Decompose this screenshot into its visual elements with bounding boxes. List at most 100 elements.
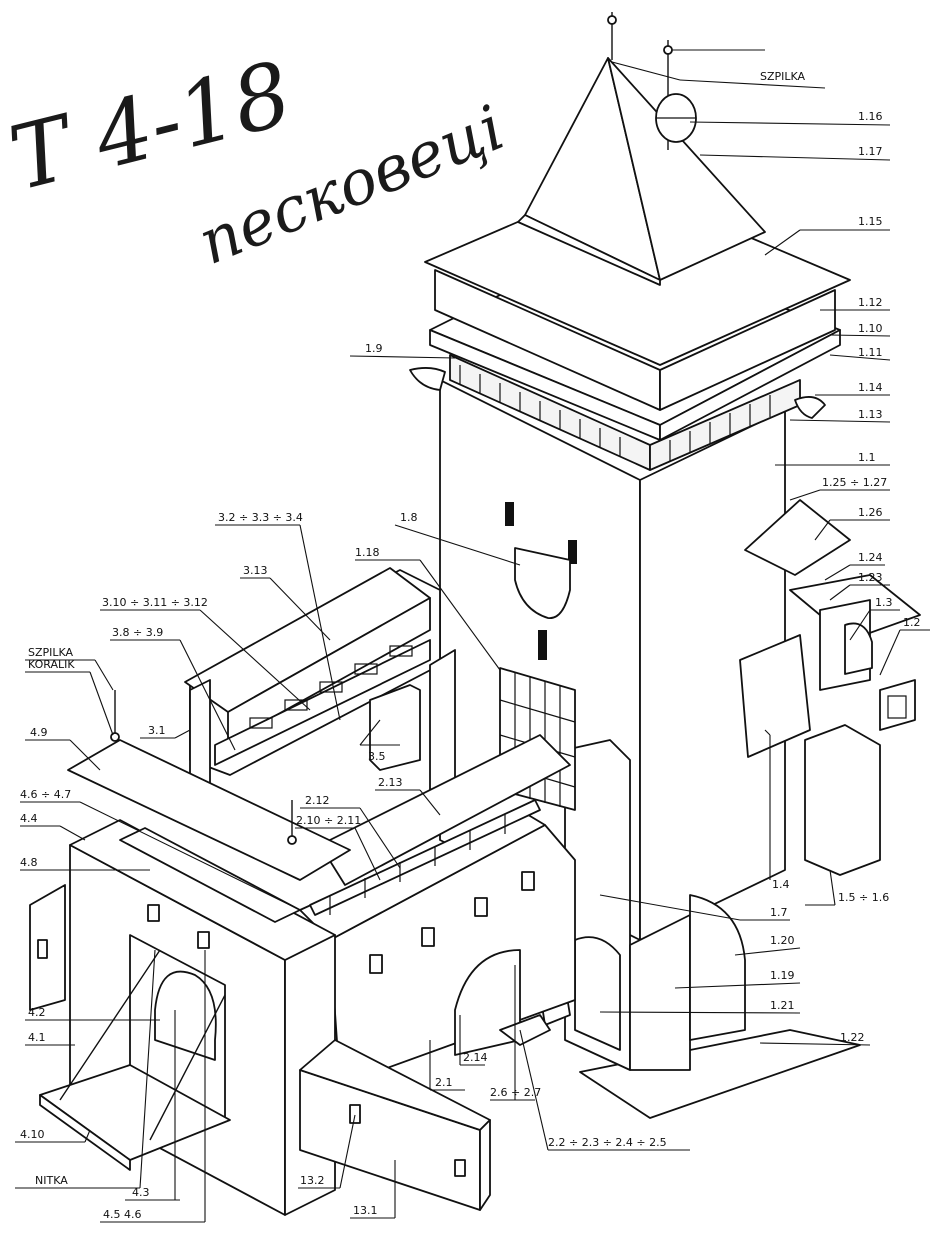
label-1-25-27: 1.25 ÷ 1.27 [822, 476, 887, 489]
label-1-3: 1.3 [875, 596, 893, 609]
gatehouse-bead-2 [287, 835, 297, 845]
gatehouse-window [147, 904, 160, 922]
low-wall [299, 1039, 491, 1211]
label-2-12: 2.12 [305, 794, 330, 807]
wall-walk-2-10 [309, 799, 541, 916]
label-1-9: 1.9 [365, 342, 383, 355]
label-2-10-11: 2.10 ÷ 2.11 [296, 814, 361, 827]
roof-2-13 [319, 734, 571, 886]
gate-step [499, 1014, 551, 1046]
low-wall-window [454, 1159, 466, 1177]
label-1-12: 1.12 [858, 296, 883, 309]
gatehouse-roof-4-9 [67, 739, 351, 881]
label-nitka: NITKA [35, 1174, 68, 1187]
label-1-17: 1.17 [858, 145, 883, 158]
corner-bracket-left [409, 367, 446, 391]
gallery-beam [214, 639, 431, 766]
roof-box-right [659, 289, 836, 411]
label-1-24: 1.24 [858, 551, 883, 564]
label-4-9: 4.9 [30, 726, 48, 739]
label-1-5-6: 1.5 ÷ 1.6 [838, 891, 889, 904]
building-window [521, 871, 535, 891]
part-labels: SZPILKA 1.16 1.17 1.15 1.12 1.10 1.11 1.… [20, 70, 921, 1221]
label-2-13: 2.13 [378, 776, 403, 789]
right-annex [739, 499, 921, 876]
label-2-6-27: 2.6 ÷ 2.7 [490, 1086, 541, 1099]
plate-1-26 [744, 499, 851, 576]
cornice-edge-right [659, 329, 841, 441]
gatehouse-window [197, 931, 210, 949]
tower-window [505, 502, 514, 526]
drawbridge-edge [39, 1094, 131, 1171]
label-1-10: 1.10 [858, 322, 883, 335]
low-wall-window [349, 1104, 361, 1124]
label-4-1: 4.1 [28, 1031, 46, 1044]
side-arch [689, 894, 746, 1041]
label-1-20: 1.20 [770, 934, 795, 947]
label-1-26: 1.26 [858, 506, 883, 519]
building-window [369, 954, 383, 974]
gatehouse [29, 690, 351, 1216]
tower-window [538, 630, 547, 660]
low-wall-end [479, 1119, 491, 1211]
gallery-pier-3-5 [369, 684, 421, 771]
label-koralik: KORALIK [28, 658, 75, 671]
roof-right-face [607, 57, 766, 281]
label-1-8: 1.8 [400, 511, 418, 524]
label-4-4: 4.4 [20, 812, 38, 825]
handwritten-note: T 4-18 песковеці [0, 42, 514, 279]
south-building [299, 734, 576, 1086]
label-1-22: 1.22 [840, 1031, 865, 1044]
gallery-roof-front [227, 597, 431, 743]
label-1-13: 1.13 [858, 408, 883, 421]
label-4-8: 4.8 [20, 856, 38, 869]
gatehouse-top [69, 819, 336, 961]
annex-arch [844, 622, 873, 675]
label-13-1: 13.1 [353, 1204, 378, 1217]
annex-box [879, 679, 916, 731]
label-1-2: 1.2 [903, 616, 921, 629]
label-2-1: 2.1 [435, 1076, 453, 1089]
gate-arch-4-2 [154, 970, 217, 1061]
label-3-5: 3.5 [368, 750, 386, 763]
corner-bracket-right [794, 396, 826, 419]
label-13-2: 13.2 [300, 1174, 325, 1187]
north-gallery [184, 567, 456, 811]
label-3-13: 3.13 [243, 564, 268, 577]
drawbridge-chain [149, 994, 226, 1141]
label-3-1: 3.1 [148, 724, 166, 737]
label-szpilka-top: SZPILKA [760, 70, 806, 83]
label-1-15: 1.15 [858, 215, 883, 228]
drawbridge-chain [59, 949, 161, 1101]
label-1-16: 1.16 [858, 110, 883, 123]
label-1-21: 1.21 [770, 999, 795, 1012]
label-1-23: 1.23 [858, 571, 883, 584]
label-1-11: 1.11 [858, 346, 883, 359]
leader-lines [15, 49, 930, 1223]
tower-top [409, 12, 851, 471]
gallery-column [429, 649, 456, 791]
building-window [421, 927, 435, 947]
label-1-14: 1.14 [858, 381, 883, 394]
label-4-3: 4.3 [132, 1186, 150, 1199]
buttress-side [629, 914, 691, 1071]
label-1-1: 1.1 [858, 451, 876, 464]
label-1-18: 1.18 [355, 546, 380, 559]
building-window [474, 897, 488, 917]
label-szpilka-left: SZPILKA [28, 646, 74, 659]
label-1-7: 1.7 [770, 906, 788, 919]
label-3-2-3-4: 3.2 ÷ 3.3 ÷ 3.4 [218, 511, 303, 524]
label-4-5-4-6: 4.5 4.6 [103, 1208, 141, 1221]
annex-block [804, 724, 881, 876]
label-4-10: 4.10 [20, 1128, 45, 1141]
label-1-4: 1.4 [772, 878, 790, 891]
label-4-6-4-7: 4.6 ÷ 4.7 [20, 788, 71, 801]
annex-panel-1-4 [739, 634, 811, 758]
coat-of-arms-shield [514, 547, 571, 619]
label-2-14: 2.14 [463, 1051, 488, 1064]
tower-window [568, 540, 577, 564]
roof-base-left [517, 214, 661, 286]
side-window [37, 939, 48, 959]
